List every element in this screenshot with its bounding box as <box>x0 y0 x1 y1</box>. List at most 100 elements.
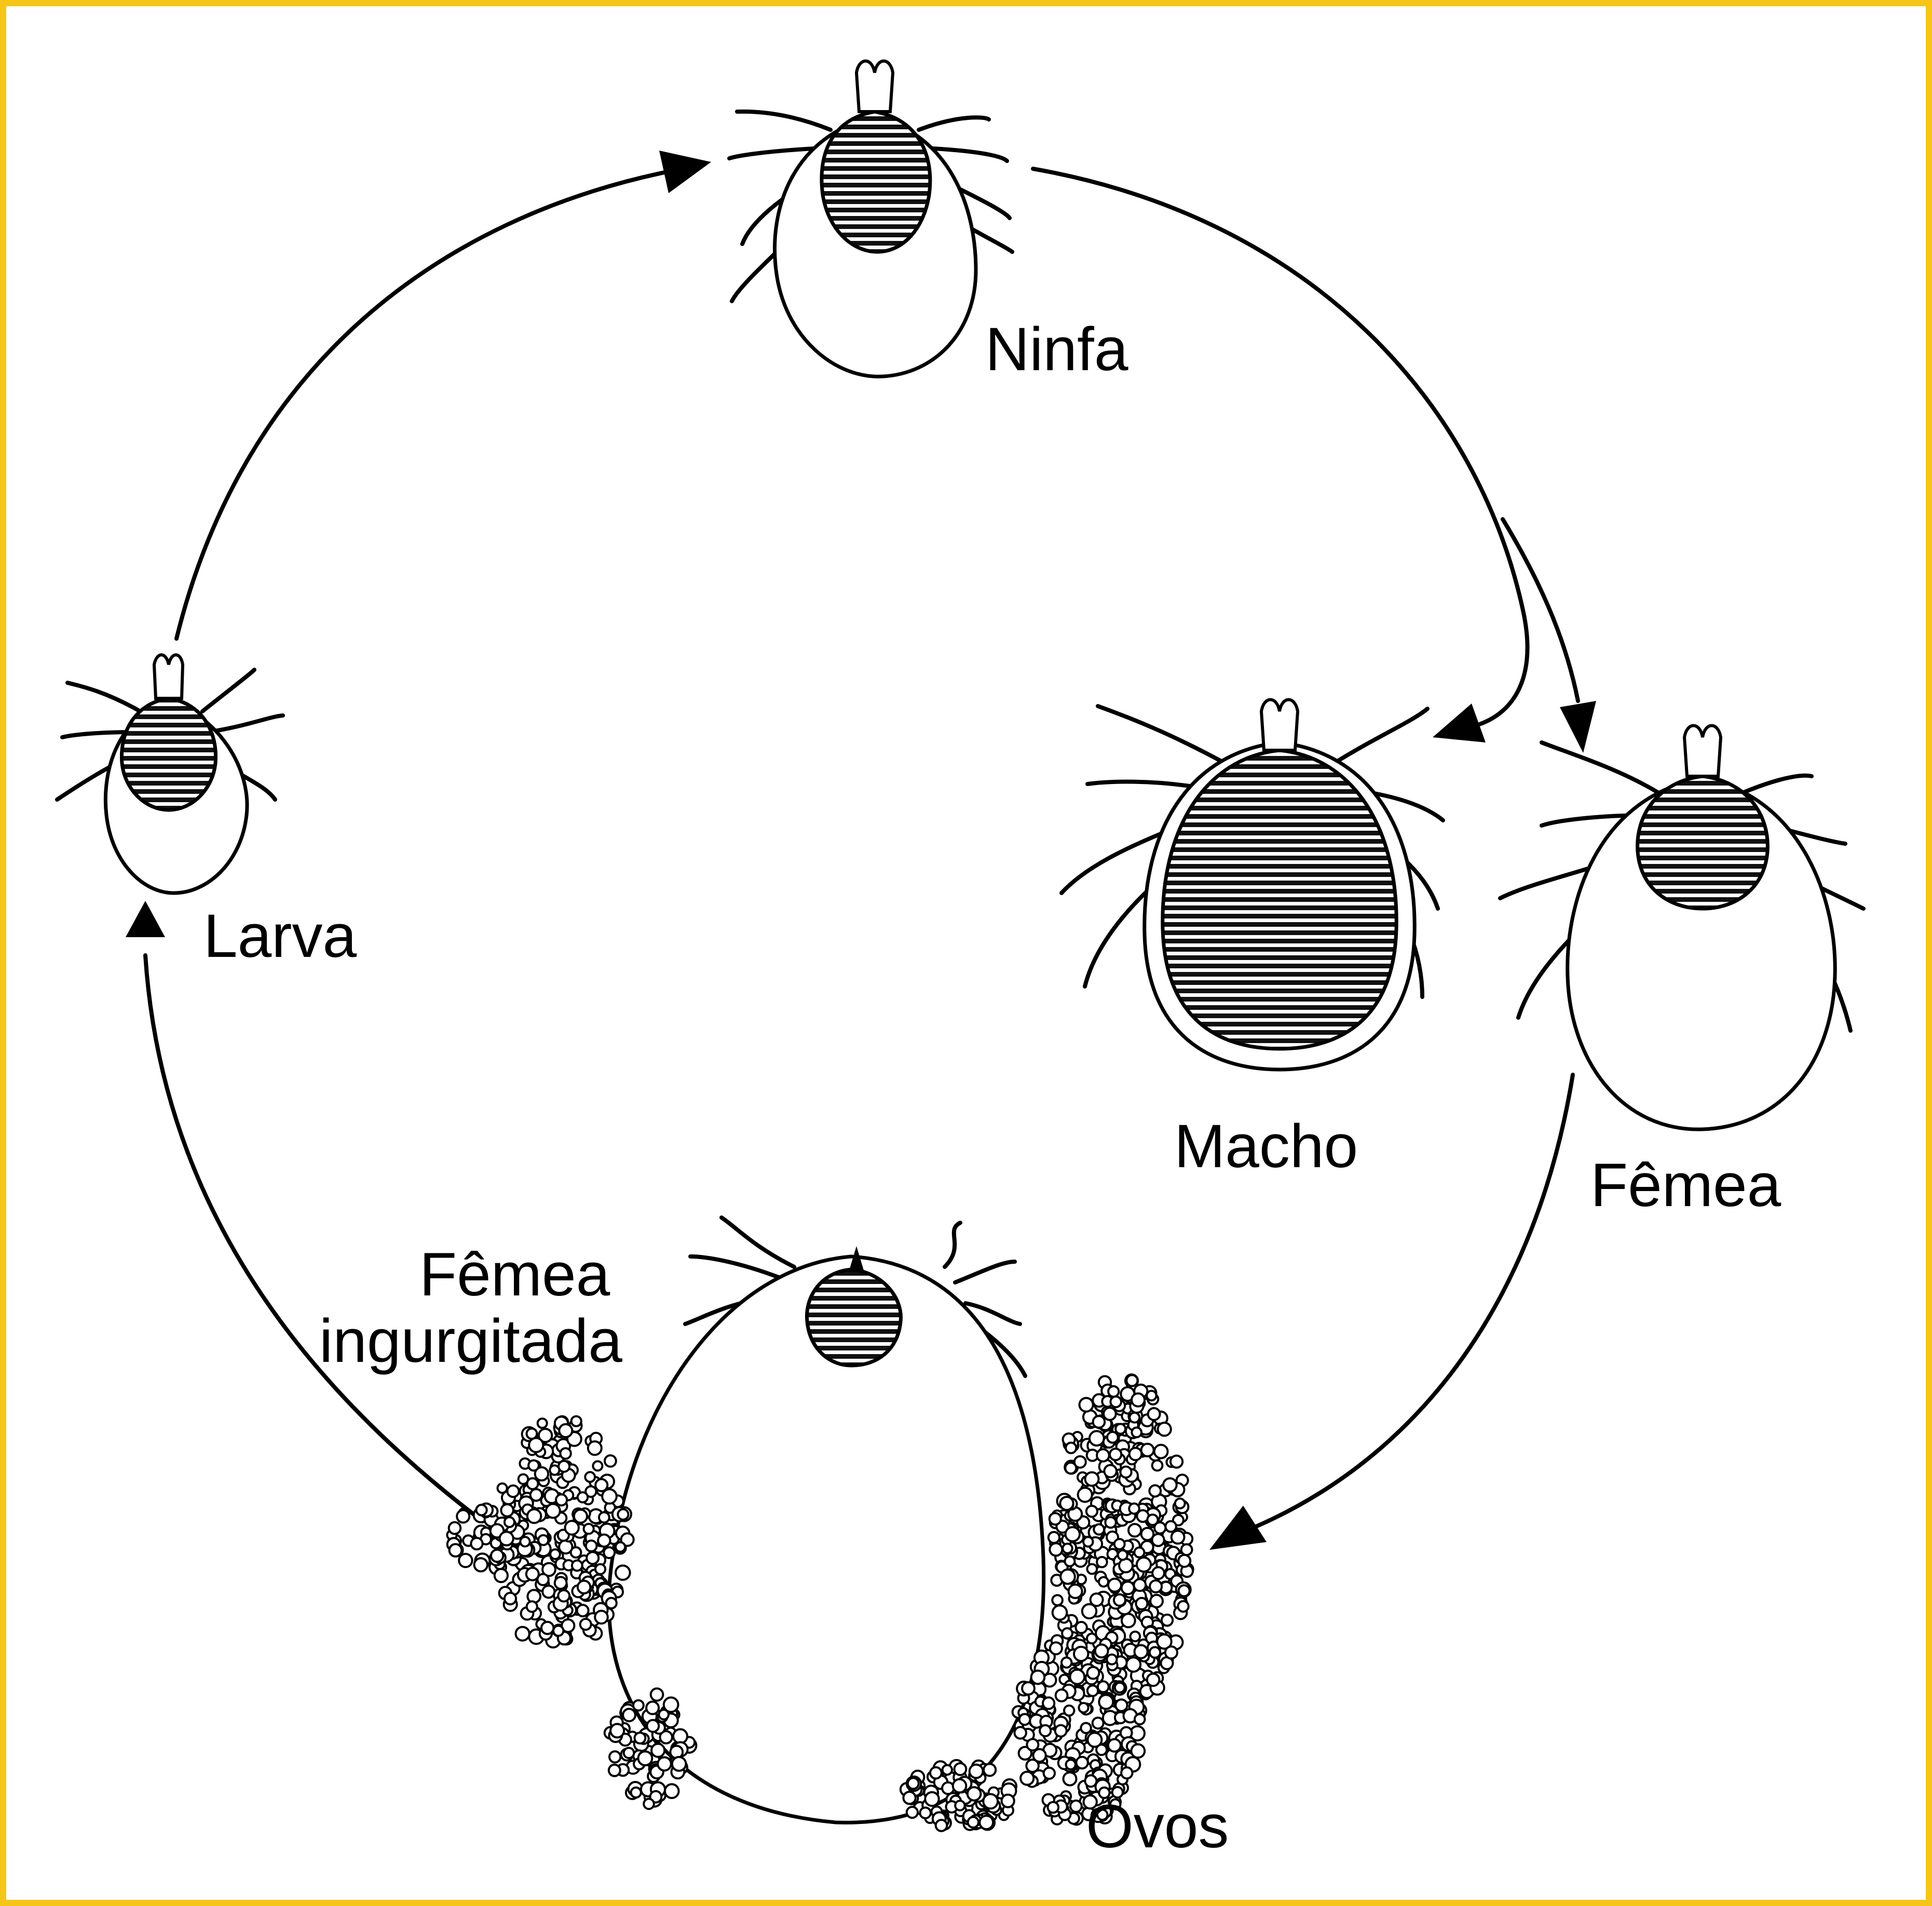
egg <box>1059 1568 1076 1585</box>
egg <box>1063 1704 1076 1717</box>
egg <box>1125 1656 1142 1673</box>
egg <box>1169 1454 1184 1469</box>
egg <box>1069 1799 1083 1813</box>
egg <box>954 1800 966 1812</box>
egg <box>1107 1385 1120 1398</box>
egg <box>579 1618 592 1631</box>
egg <box>456 1509 471 1524</box>
egg <box>663 1783 680 1799</box>
egg <box>608 1750 622 1764</box>
egg <box>475 1504 488 1517</box>
egg <box>503 1591 518 1605</box>
egg <box>983 1763 997 1777</box>
egg <box>1119 1465 1133 1479</box>
egg <box>1131 1392 1146 1408</box>
egg <box>1047 1531 1061 1544</box>
egg <box>601 1488 618 1505</box>
egg <box>1180 1543 1193 1557</box>
egg <box>1104 1516 1117 1529</box>
label-macho: Macho <box>1174 1112 1358 1181</box>
egg <box>1054 1688 1069 1702</box>
egg <box>1096 1808 1109 1821</box>
egg <box>607 1763 621 1777</box>
egg <box>1080 1722 1092 1734</box>
egg <box>622 1708 636 1723</box>
egg <box>1074 1620 1088 1634</box>
egg <box>1133 1644 1149 1659</box>
egg <box>1146 1513 1159 1526</box>
egg <box>1120 1613 1136 1629</box>
egg <box>1086 1684 1099 1697</box>
egg <box>597 1511 610 1524</box>
egg <box>561 1618 576 1633</box>
cycle-arrow-femea-to-ovos <box>1209 1073 1575 1550</box>
egg <box>1162 1477 1178 1493</box>
cycle-arrow-ovos-to-larva <box>126 901 485 1523</box>
egg <box>637 1750 654 1767</box>
egg <box>519 1536 531 1548</box>
egg <box>1174 1497 1186 1510</box>
egg <box>1125 1374 1139 1387</box>
egg <box>1148 1484 1162 1498</box>
egg <box>1151 1459 1164 1472</box>
label-femea: Fêmea <box>1590 1151 1781 1220</box>
egg <box>1131 1426 1142 1439</box>
egg <box>527 1459 540 1472</box>
egg <box>1130 1743 1146 1759</box>
egg <box>447 1521 462 1535</box>
egg <box>671 1756 687 1772</box>
egg <box>503 1516 515 1529</box>
egg <box>526 1508 542 1524</box>
egg <box>564 1520 580 1536</box>
egg <box>1133 1578 1147 1592</box>
label-femea-ingurgitada-line1: Fêmea <box>419 1240 610 1309</box>
egg <box>1096 1448 1110 1463</box>
femea-tick-illustration <box>1498 724 1866 1131</box>
egg <box>558 1423 574 1438</box>
egg <box>1026 1738 1040 1752</box>
egg <box>1109 1395 1122 1409</box>
egg <box>1089 1592 1104 1607</box>
egg <box>493 1567 509 1584</box>
egg <box>1075 1755 1089 1770</box>
egg <box>1164 1520 1177 1533</box>
egg <box>1017 1746 1033 1761</box>
egg <box>1151 1566 1165 1580</box>
egg <box>528 1437 545 1453</box>
egg <box>605 1597 618 1610</box>
egg <box>1064 1526 1081 1543</box>
egg <box>1107 1738 1122 1753</box>
egg <box>536 1417 548 1429</box>
egg <box>594 1610 609 1625</box>
egg <box>1129 1630 1141 1643</box>
egg <box>967 1816 980 1829</box>
egg <box>1113 1538 1126 1550</box>
egg <box>658 1709 670 1721</box>
egg <box>555 1493 568 1507</box>
egg <box>1170 1530 1186 1545</box>
egg <box>594 1478 609 1492</box>
egg <box>924 1791 940 1807</box>
egg <box>597 1533 611 1548</box>
egg <box>966 1786 982 1802</box>
egg <box>573 1508 589 1524</box>
egg <box>1120 1766 1134 1780</box>
egg <box>1109 1448 1123 1462</box>
egg <box>549 1548 561 1560</box>
egg <box>1109 1798 1122 1810</box>
egg <box>1000 1793 1015 1808</box>
egg <box>541 1585 556 1599</box>
egg <box>1051 1604 1068 1621</box>
egg <box>1146 1672 1161 1687</box>
egg <box>1128 1447 1143 1462</box>
egg <box>630 1786 642 1799</box>
egg <box>1082 1536 1094 1548</box>
egg <box>1061 1627 1073 1640</box>
egg <box>576 1604 590 1617</box>
egg <box>1096 1556 1108 1569</box>
egg <box>584 1471 596 1483</box>
egg <box>1147 1407 1161 1421</box>
egg <box>1042 1766 1056 1780</box>
egg <box>1140 1442 1155 1457</box>
egg <box>902 1791 917 1805</box>
